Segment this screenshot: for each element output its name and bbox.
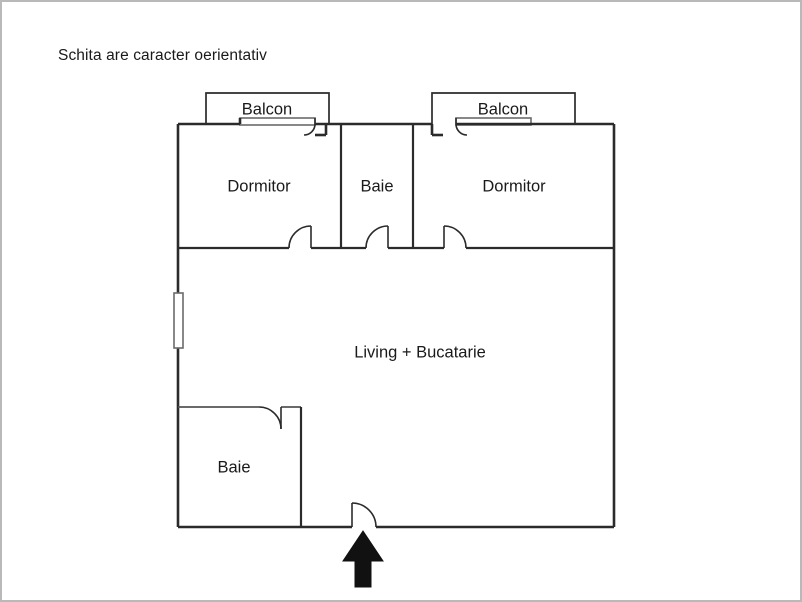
baie-bottom-walls (178, 406, 303, 527)
room-label-dormitor-right: Dormitor (482, 177, 546, 195)
balcony-left-door-arc (303, 123, 316, 136)
room-label-baie-middle: Baie (360, 177, 393, 195)
door-dormitor-left-arc (288, 225, 312, 249)
balcony-left-label: Balcon (242, 100, 292, 118)
balcony-right-label: Balcon (478, 100, 528, 118)
door-dormitor-right-group (443, 225, 467, 249)
door-baie-middle-arc (365, 225, 389, 249)
door-baie-bottom-arc (258, 406, 282, 430)
window-living-west-group (173, 292, 184, 349)
balcony-left-outline (205, 92, 330, 124)
room-label-dormitor-left: Dormitor (227, 177, 291, 195)
room-label-baie-bottom: Baie (217, 458, 250, 476)
interior-partitions-north (178, 124, 614, 250)
door-baie-bottom-group (258, 406, 282, 430)
balcony-right-outline (431, 92, 576, 124)
apartment-outer-walls (176, 118, 616, 529)
door-entrance-arc (351, 502, 377, 528)
window-living-west (173, 292, 184, 349)
room-label-living: Living + Bucatarie (354, 343, 486, 361)
door-entrance-group (351, 502, 377, 528)
door-baie-middle-group (365, 225, 389, 249)
door-dormitor-left-group (288, 225, 312, 249)
entrance-arrow-icon (342, 530, 384, 588)
door-dormitor-right-arc (443, 225, 467, 249)
balcony-left-door-panel (239, 117, 316, 126)
entrance-arrow-group (342, 530, 384, 588)
plan-title-note: Schita are caracter oerientativ (58, 47, 268, 64)
